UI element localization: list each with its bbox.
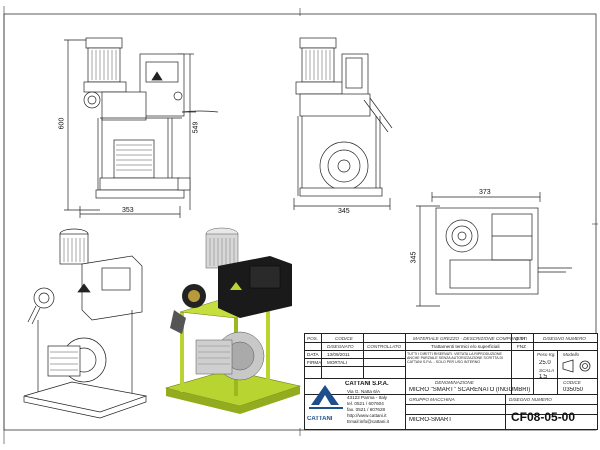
treatment-code: FNZ — [517, 344, 526, 349]
isometric-lineart-view — [23, 228, 148, 419]
treatment-text: Trattamenti termici e/o superficiali — [431, 344, 500, 349]
company-address1: Via G. Natta 6/A — [347, 389, 381, 394]
data-label: DATA — [307, 352, 319, 357]
isometric-color-view — [164, 227, 302, 414]
company-fax: fax. 0521 / 607628 — [347, 407, 386, 412]
top-view — [416, 192, 572, 307]
denominazione-value: MICRO "SMART" SCARENATO (INGOMBRI) — [409, 387, 531, 393]
drawing-date: 13/09/2011 — [327, 352, 350, 357]
company-tel: tel. 0521 / 607604 — [347, 401, 384, 406]
side-view — [293, 37, 393, 210]
peso-label: Peso Kg. — [537, 352, 556, 357]
codice-value: 035050 — [563, 387, 584, 393]
header-materiale: MATERIALE GREZZO - DESCRIZIONE COMPONENT… — [413, 336, 527, 341]
company-name: CATTANI S.P.A. — [345, 381, 389, 387]
dimension-height-base: 549 — [192, 121, 200, 134]
front-view — [64, 37, 219, 218]
header-codice: CODICE — [335, 336, 353, 341]
denominazione-label: DENOMINAZIONE — [435, 380, 474, 385]
dimension-top-depth: 345 — [410, 251, 418, 264]
scala-value: 1:5 — [539, 374, 548, 380]
firma-value: MORTALI — [327, 360, 347, 365]
projection-symbol-icon — [562, 359, 591, 373]
disegno-label: DISEGNO NUMERO — [509, 397, 552, 402]
cattani-logo-icon — [309, 385, 343, 409]
company-web: http://www.cattani.it — [347, 413, 387, 418]
gruppo-value: MICRO-SMART — [409, 417, 452, 423]
company-email: Email:info@cattani.it — [347, 419, 389, 424]
scala-label: SCALA — [539, 368, 555, 373]
drawing-number: CF08-05-00 — [511, 410, 576, 424]
peso-value: 25.0 — [539, 360, 551, 366]
header-disegno-numero: DISEGNO NUMERO — [543, 336, 586, 341]
dimension-front-width: 353 — [122, 207, 134, 214]
disegnato-label: DISEGNATO — [327, 344, 354, 349]
legal-text: TUTTI I DIRITTI RISERVATI. VIETATA LA RI… — [407, 352, 504, 364]
codice-label: CODICE — [563, 380, 581, 385]
dimension-side-width: 345 — [338, 208, 350, 215]
firma-label: FIRMA — [307, 360, 322, 365]
logo-text: CATTANI — [307, 416, 333, 422]
company-address2: 43122 Parma - Italy — [347, 395, 388, 400]
controllato-label: CONTROLLATO — [367, 344, 402, 349]
header-pos: POS. — [307, 336, 318, 341]
title-block: POS. CODICE MATERIALE GREZZO - DESCRIZIO… — [304, 333, 598, 430]
header-qta: Q.TA — [515, 336, 526, 341]
modello-label: Modello — [563, 352, 580, 357]
gruppo-label: GRUPPO MACCHINA — [409, 397, 455, 402]
dimension-top-width: 373 — [479, 189, 491, 196]
dimension-height-total: 600 — [58, 117, 66, 130]
